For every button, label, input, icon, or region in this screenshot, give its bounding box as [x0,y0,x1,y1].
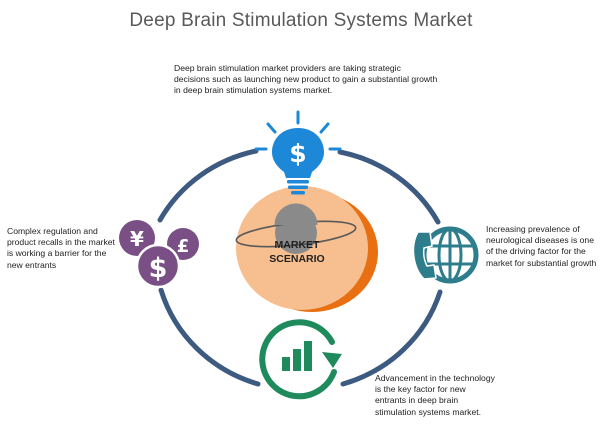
note-left: Complex regulation and product recalls i… [7,226,115,270]
ring-segment-top-right [337,149,441,225]
center-disk [235,186,378,312]
center-label: MARKET SCENARIO [232,238,362,266]
globe-phone-icon [412,226,479,284]
note-top: Deep brain stimulation market providers … [174,63,438,96]
ring-segment-bottom-right [340,289,443,387]
svg-text:$: $ [289,139,306,168]
page-title: Deep Brain Stimulation Systems Market [129,10,473,31]
growth-chart-icon [259,319,342,400]
ring-segment-top-left [157,148,259,223]
svg-text:¥: ¥ [130,227,144,251]
currency-coins-icon: ¥ £ $ [119,220,199,289]
ring [157,148,443,387]
note-right: Increasing prevalence of neurological di… [486,224,597,268]
ring-segment-bottom-left [158,287,261,387]
lightbulb-dollar-icon: $ [254,110,342,195]
svg-text:$: $ [149,253,168,284]
center-label-line1: MARKET [274,239,320,251]
note-bottom: Advancement in the technology is the key… [375,373,495,417]
svg-text:£: £ [177,236,190,257]
center-label-line2: SCENARIO [269,253,325,265]
